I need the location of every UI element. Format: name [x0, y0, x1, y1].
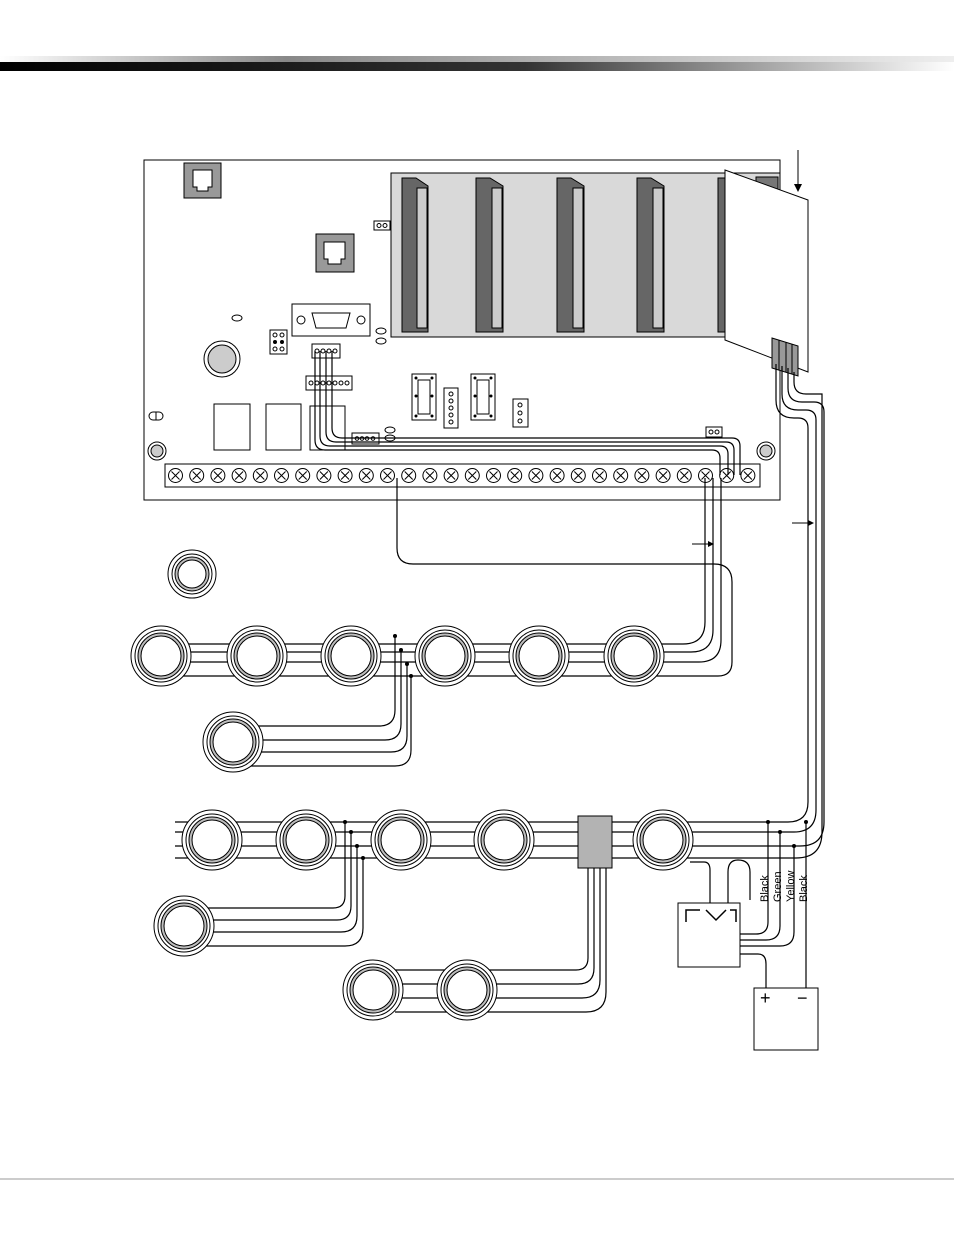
terminal-screw — [487, 469, 501, 483]
wire-label-black-2: Black — [798, 875, 810, 902]
wire-label-black-1: Black — [759, 875, 771, 902]
terminal-screw — [720, 469, 734, 483]
vertical-header-2 — [513, 399, 528, 427]
phone-jack-2 — [316, 234, 354, 272]
keypad — [437, 960, 497, 1020]
terminal-screw — [635, 469, 649, 483]
keypad — [276, 810, 336, 870]
expansion-slot — [476, 178, 503, 332]
keypad — [371, 810, 431, 870]
keypad — [203, 712, 263, 772]
bus-junction-dots — [393, 634, 413, 678]
terminal-screw — [571, 469, 585, 483]
keypad — [182, 810, 242, 870]
relay-2 — [266, 404, 301, 450]
terminal-screw — [381, 469, 395, 483]
header-bar — [0, 62, 954, 71]
keypad — [633, 810, 693, 870]
terminal-screw — [508, 469, 522, 483]
keypad — [343, 960, 403, 1020]
terminal-screw — [211, 469, 225, 483]
keypad — [321, 626, 381, 686]
keypad — [509, 626, 569, 686]
inserted-module-card — [725, 170, 808, 376]
control-panel-board — [144, 150, 808, 500]
expansion-slot — [402, 178, 428, 332]
module-arrow — [792, 520, 814, 526]
keypad — [131, 626, 191, 686]
vertical-header-1 — [444, 388, 458, 428]
terminal-screw — [359, 469, 373, 483]
terminal-screw — [614, 469, 628, 483]
header-bar-top — [0, 56, 954, 62]
battery: + − — [754, 988, 818, 1050]
bus-arrow — [692, 541, 714, 547]
wire-label-green: Green — [772, 871, 784, 902]
serial-connector — [292, 304, 370, 336]
jumper-block — [270, 330, 287, 354]
terminal-screw — [550, 469, 564, 483]
wire-distribution-block — [578, 816, 612, 868]
terminal-screw — [190, 469, 204, 483]
terminal-screw — [275, 469, 289, 483]
terminal-strip — [165, 464, 760, 487]
led-small — [149, 412, 163, 420]
keypad — [227, 626, 287, 686]
transformer — [678, 903, 740, 967]
keypad — [154, 896, 214, 956]
keypad — [415, 626, 475, 686]
terminal-screw — [465, 469, 479, 483]
battery-positive: + — [760, 988, 771, 1008]
keypad — [474, 810, 534, 870]
relay-1 — [214, 404, 250, 450]
ic-chip-1 — [412, 374, 436, 420]
terminal-screw — [529, 469, 543, 483]
terminal-screw — [656, 469, 670, 483]
keypad — [604, 626, 664, 686]
terminal-screw — [402, 469, 416, 483]
terminal-screw — [169, 469, 183, 483]
terminal-screw — [317, 469, 331, 483]
expansion-slot — [557, 178, 584, 332]
terminal-screw — [253, 469, 267, 483]
keypad-spare — [168, 550, 216, 598]
pin-header — [306, 376, 352, 390]
expansion-slot-area — [391, 173, 780, 337]
terminal-screw — [593, 469, 607, 483]
terminal-screw — [444, 469, 458, 483]
insert-arrow — [794, 150, 802, 192]
battery-cell — [204, 341, 240, 377]
ic-chip-2 — [471, 374, 495, 420]
wire-label-yellow: Yellow — [785, 871, 797, 902]
phone-jack-1 — [184, 163, 221, 198]
battery-negative: − — [797, 988, 808, 1008]
terminal-screw — [232, 469, 246, 483]
terminal-screw — [423, 469, 437, 483]
terminal-screw — [338, 469, 352, 483]
jumper-1 — [374, 221, 390, 230]
jumper-2 — [706, 427, 722, 437]
terminal-screw — [741, 469, 755, 483]
terminal-screw — [677, 469, 691, 483]
expansion-slot — [637, 178, 664, 332]
terminal-screw — [296, 469, 310, 483]
